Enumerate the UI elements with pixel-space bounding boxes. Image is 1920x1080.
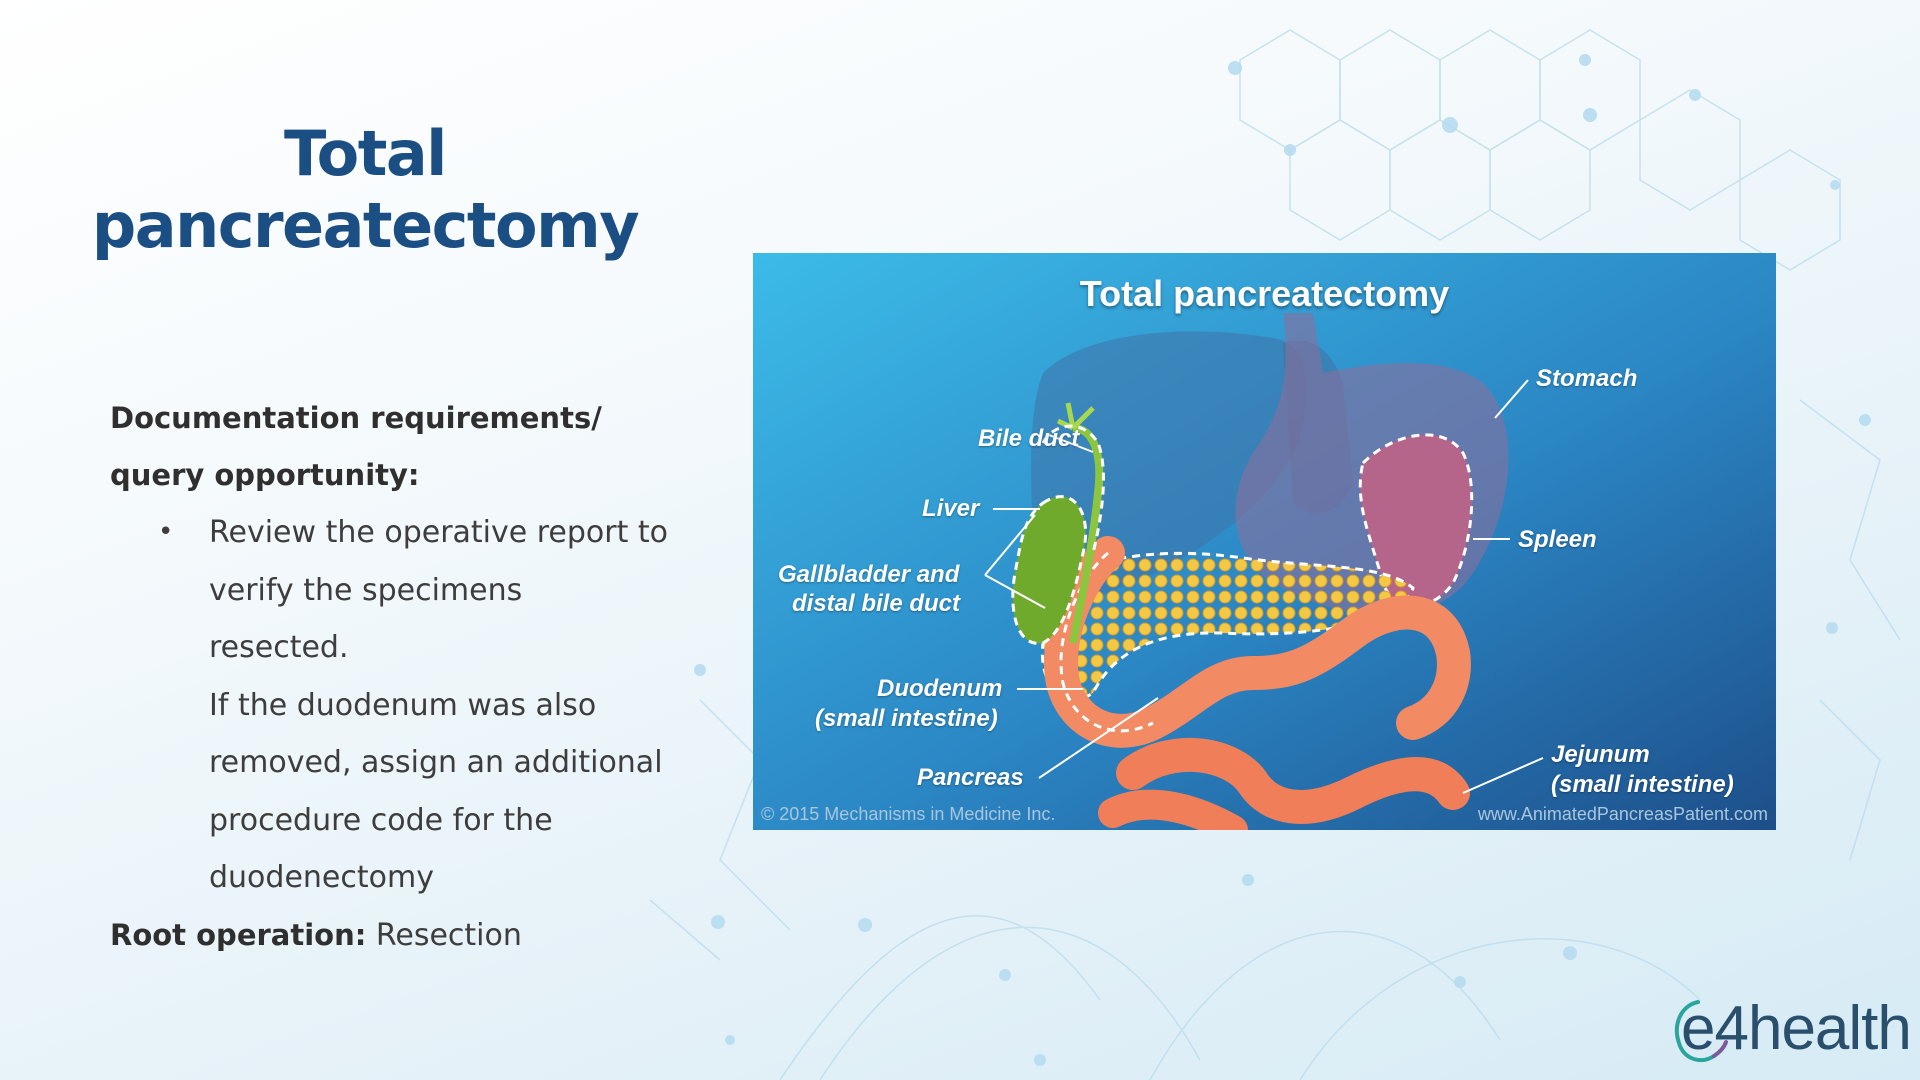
bullet-dot-icon: • bbox=[158, 504, 173, 562]
bullet-line: If the duodenum was also bbox=[209, 677, 670, 735]
documentation-heading-line-2: query opportunity: bbox=[110, 447, 670, 504]
root-operation-label: Root operation: bbox=[110, 918, 366, 952]
slide-title-line-2: pancreatectomy bbox=[90, 190, 640, 262]
bullet-line: duodenectomy bbox=[209, 849, 670, 907]
label-pancreas: Pancreas bbox=[917, 763, 1024, 792]
label-jejunum-line-2: (small intestine) bbox=[1551, 770, 1734, 799]
figure-website-credit: www.AnimatedPancreasPatient.com bbox=[1478, 804, 1768, 825]
bullet-line: Review the operative report to bbox=[209, 504, 670, 562]
label-bile-duct: Bile duct bbox=[978, 424, 1079, 453]
label-liver: Liver bbox=[922, 494, 979, 523]
label-gallbladder-line-1: Gallbladder and bbox=[778, 560, 959, 589]
root-operation-value: Resection bbox=[366, 918, 522, 953]
label-jejunum-line-1: Jejunum bbox=[1551, 740, 1650, 769]
bullet-item: • Review the operative report to verify … bbox=[110, 504, 670, 907]
anatomy-illustration: Total pancreatectomy Stomach Bile duct L… bbox=[753, 253, 1776, 830]
bullet-line: removed, assign an additional bbox=[209, 734, 670, 792]
documentation-text-block: Documentation requirements/ query opport… bbox=[110, 390, 670, 964]
bullet-line: verify the specimens resected. bbox=[209, 562, 670, 677]
slide-title-line-1: Total bbox=[90, 118, 640, 190]
e4health-logo: e4health bbox=[1668, 990, 1898, 1070]
slide-title: Total pancreatectomy bbox=[90, 118, 640, 262]
label-duodenum-line-2: (small intestine) bbox=[815, 704, 998, 733]
bullet-line: procedure code for the bbox=[209, 792, 670, 850]
label-spleen: Spleen bbox=[1518, 525, 1597, 554]
documentation-heading-line-1: Documentation requirements/ bbox=[110, 390, 670, 447]
label-stomach: Stomach bbox=[1536, 364, 1637, 393]
label-duodenum-line-1: Duodenum bbox=[877, 674, 1002, 703]
root-operation-line: Root operation: Resection bbox=[110, 907, 670, 964]
label-gallbladder-line-2: distal bile duct bbox=[792, 589, 960, 618]
figure-title: Total pancreatectomy bbox=[753, 273, 1776, 315]
logo-text: e4health bbox=[1681, 990, 1911, 1068]
figure-copyright: © 2015 Mechanisms in Medicine Inc. bbox=[761, 804, 1055, 825]
